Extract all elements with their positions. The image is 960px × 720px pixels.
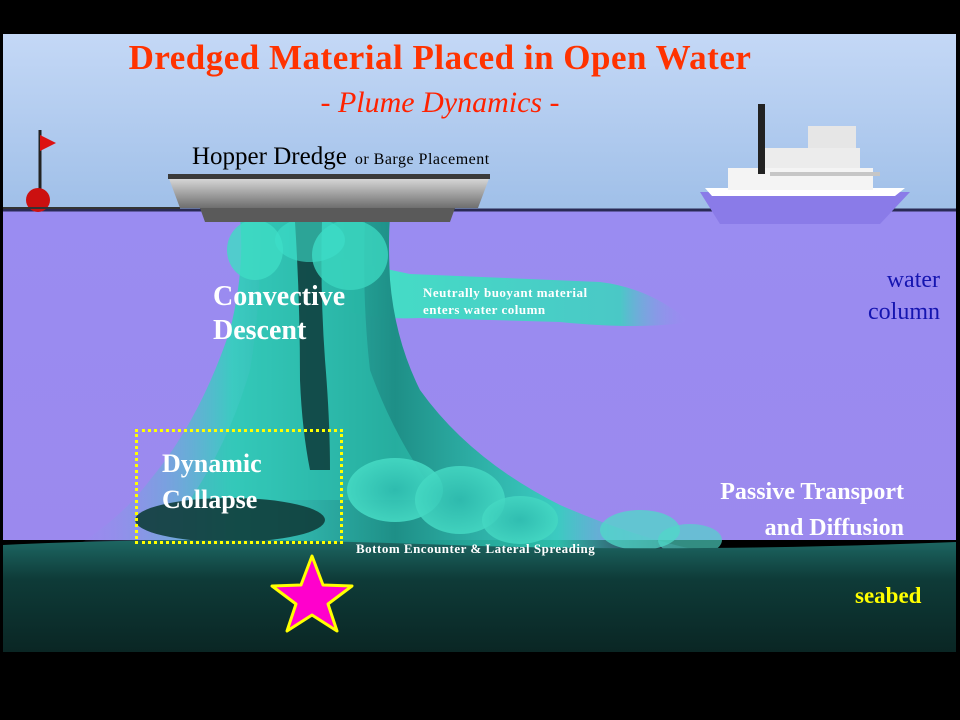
- dynamic-collapse-label: Dynamic Collapse: [162, 446, 262, 518]
- passive-transport-label: Passive Transport and Diffusion: [664, 474, 904, 546]
- dynamic-collapse-highlight-box: [135, 429, 343, 544]
- convective-line2: Descent: [213, 315, 307, 346]
- bottom-encounter-label: Bottom Encounter & Lateral Spreading: [356, 541, 596, 556]
- hopper-dredge-label: Hopper Dredge or Barge Placement: [192, 143, 490, 171]
- convective-descent-label: Convective Descent: [213, 280, 345, 348]
- neutral-buoyant-label: Neutrally buoyant material enters water …: [423, 284, 588, 318]
- passive-line1: Passive Transport: [720, 479, 904, 505]
- buoy-icon: [3, 130, 180, 212]
- hopper-dredge-main-label: Hopper Dredge: [192, 143, 347, 170]
- diagram-subtitle: - Plume Dynamics -: [320, 86, 560, 119]
- water-line2: column: [868, 299, 940, 325]
- neutral-line1: Neutrally buoyant material: [423, 285, 588, 300]
- ship-icon: [700, 104, 910, 224]
- neutral-line2: enters water column: [423, 302, 546, 317]
- water-column-label: water column: [848, 264, 940, 328]
- neutral-plume-band: [340, 258, 690, 326]
- placement-star-icon: [270, 554, 354, 633]
- seabed-area: [3, 540, 956, 652]
- passive-line2: and Diffusion: [764, 515, 904, 541]
- hopper-dredge-icon: [168, 174, 490, 222]
- dynamic-line1: Dynamic: [162, 449, 262, 478]
- water-line1: water: [886, 267, 940, 293]
- dynamic-line2: Collapse: [162, 485, 258, 514]
- barge-placement-label: or Barge Placement: [354, 151, 490, 168]
- diagram-title: Dredged Material Placed in Open Water: [128, 38, 752, 77]
- convective-line1: Convective: [213, 281, 346, 312]
- seabed-label: seabed: [855, 583, 922, 608]
- bottom-clouds: [135, 458, 722, 556]
